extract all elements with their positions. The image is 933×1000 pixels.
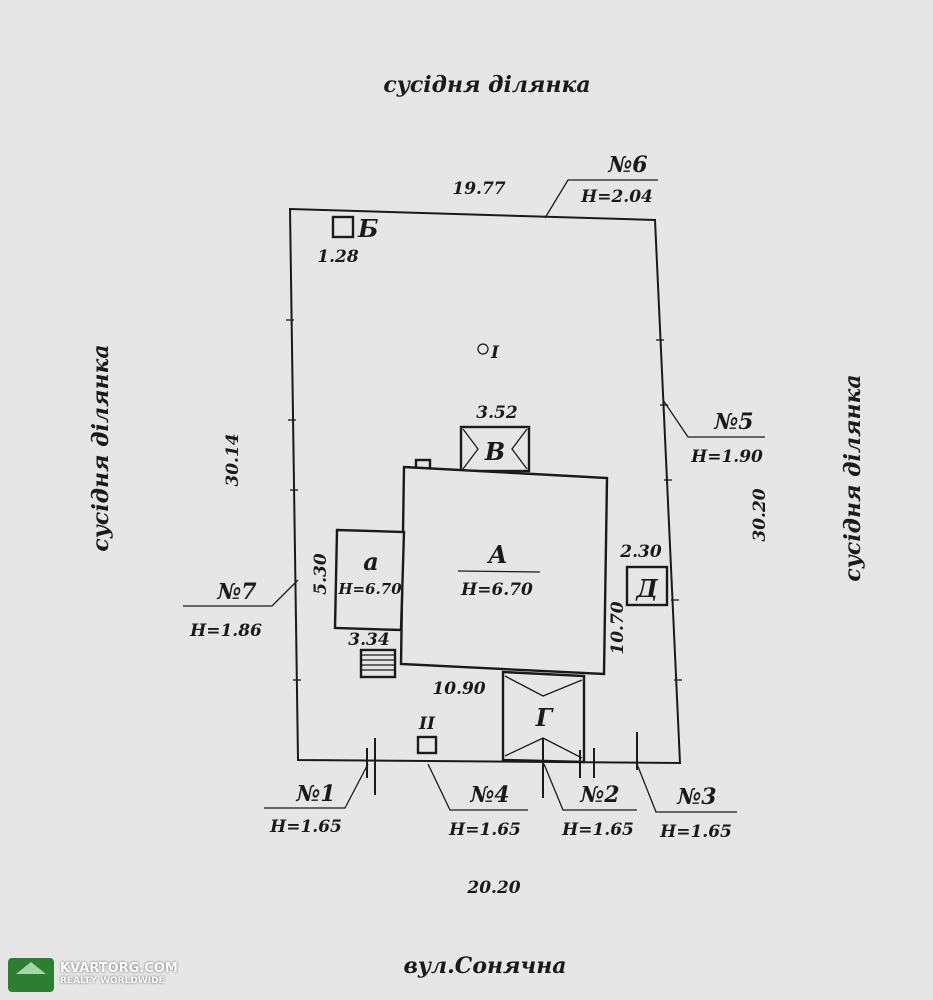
point-3-leader bbox=[636, 763, 737, 813]
house-icon bbox=[8, 958, 54, 992]
building-b-letter: Б bbox=[357, 214, 379, 243]
point-7-h: Н=1.86 bbox=[189, 621, 262, 641]
building-d-letter: Д bbox=[635, 574, 658, 603]
building-v-width: 3.52 bbox=[476, 403, 518, 423]
point-3-id: №3 bbox=[676, 784, 716, 810]
steps bbox=[359, 648, 397, 679]
point-4-id: №4 bbox=[469, 782, 509, 808]
point-2-leader bbox=[543, 763, 637, 811]
point-6-id: №6 bbox=[607, 152, 647, 178]
point-4-leader bbox=[427, 763, 528, 811]
top-dimension: 19.77 bbox=[452, 179, 505, 199]
building-a-depth: 10.70 bbox=[608, 601, 628, 654]
well-label: I bbox=[490, 343, 500, 363]
well-marker bbox=[477, 343, 489, 355]
point-2-id: №2 bbox=[579, 782, 619, 808]
point-7-leader bbox=[183, 579, 299, 607]
marker-ii bbox=[416, 735, 438, 755]
point-1-h: Н=1.65 bbox=[269, 817, 342, 837]
marker-ii-label: II bbox=[418, 714, 436, 734]
point-5-leader bbox=[662, 399, 765, 438]
plot-boundary bbox=[288, 207, 682, 765]
building-a-letter: А bbox=[486, 540, 508, 569]
watermark-logo: KVARTORG.COM REALTY WORLDWIDE bbox=[8, 958, 178, 992]
left-dimension: 30.14 bbox=[223, 433, 243, 486]
bottom-gates bbox=[366, 732, 638, 798]
point-6-h: Н=2.04 bbox=[580, 187, 653, 207]
building-v-letter: В bbox=[484, 437, 505, 466]
annex-a-depth: 5.30 bbox=[311, 553, 331, 595]
street-label: вул.Сонячна bbox=[403, 953, 566, 979]
point-5-id: №5 bbox=[713, 409, 753, 435]
building-v-left-hatch bbox=[462, 428, 479, 470]
steps-lines bbox=[361, 654, 395, 671]
top-neighbor-label: сусідня ділянка bbox=[383, 72, 590, 98]
point-5-h: Н=1.90 bbox=[690, 447, 763, 467]
building-g bbox=[501, 670, 586, 764]
building-b-size: 1.28 bbox=[317, 247, 359, 267]
building-a-width: 10.90 bbox=[432, 679, 485, 699]
annex-a-width: 3.34 bbox=[348, 630, 389, 650]
point-3-h: Н=1.65 bbox=[659, 822, 732, 842]
watermark-sub: REALTY WORLDWIDE bbox=[60, 976, 165, 986]
building-a bbox=[399, 465, 609, 676]
building-b bbox=[331, 215, 355, 239]
building-d-width: 2.30 bbox=[619, 542, 662, 562]
left-neighbor-label: сусідня ділянка bbox=[88, 344, 114, 551]
bottom-dimension: 20.20 bbox=[466, 878, 520, 898]
building-g-top-hatch bbox=[504, 675, 583, 697]
watermark-text: KVARTORG.COM REALTY WORLDWIDE bbox=[60, 962, 178, 988]
point-7-id: №7 bbox=[216, 579, 257, 605]
point-1-leader bbox=[264, 763, 369, 809]
point-1-id: №1 bbox=[295, 781, 335, 807]
boundary-ticks bbox=[286, 319, 682, 681]
building-d bbox=[625, 565, 669, 607]
building-v-right-hatch bbox=[511, 428, 528, 470]
right-dimension: 30.20 bbox=[750, 488, 770, 541]
annex-a-letter: а bbox=[363, 547, 379, 576]
building-g-letter: Г bbox=[535, 703, 554, 732]
point-6-leader bbox=[544, 179, 658, 219]
building-a-rule bbox=[457, 570, 541, 573]
point-2-h: Н=1.65 bbox=[561, 820, 634, 840]
point-4-h: Н=1.65 bbox=[448, 820, 521, 840]
building-v bbox=[459, 425, 531, 473]
annex-a-height: Н=6.70 bbox=[337, 580, 402, 598]
annex-a bbox=[333, 528, 406, 632]
right-neighbor-label: сусідня ділянка bbox=[840, 374, 866, 581]
watermark-name: KVARTORG.COM bbox=[60, 961, 178, 976]
building-a-height: Н=6.70 bbox=[460, 580, 533, 600]
